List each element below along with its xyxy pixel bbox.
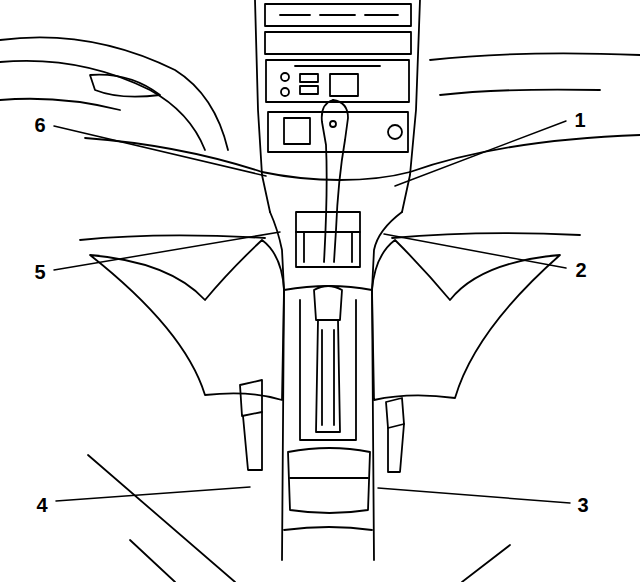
steering-wheel — [0, 99, 120, 110]
radio — [266, 60, 409, 102]
console — [372, 212, 402, 560]
radio-display — [330, 74, 358, 96]
console-trim — [262, 172, 410, 180]
left-seat — [90, 240, 284, 400]
shift-button — [330, 121, 336, 127]
leader-line — [56, 487, 250, 501]
switch-panel — [268, 112, 408, 152]
radio-knob — [281, 73, 289, 81]
seat-belt-buckle — [240, 380, 262, 416]
shift-gate — [296, 232, 360, 262]
storage-box — [290, 477, 368, 479]
floor-line — [462, 545, 510, 582]
handbrake — [322, 330, 334, 425]
steering-wheel — [90, 75, 160, 97]
steering-wheel — [0, 37, 228, 150]
vent — [265, 32, 411, 54]
vent — [280, 14, 398, 16]
radio-knob — [281, 88, 289, 96]
vent — [265, 4, 411, 26]
floor-line — [392, 233, 580, 238]
callout-number: 5 — [34, 262, 45, 282]
callout-number: 3 — [577, 495, 588, 515]
callout-number: 6 — [34, 115, 45, 135]
seat-belt-buckle — [388, 424, 404, 472]
callout-number: 1 — [574, 110, 585, 130]
floor-line — [130, 540, 175, 582]
leader-line — [54, 126, 266, 176]
radio — [295, 65, 380, 67]
leader-line — [384, 234, 566, 268]
switch — [284, 118, 310, 144]
handbrake — [316, 320, 340, 432]
floor-line — [88, 455, 235, 582]
handbrake — [314, 286, 342, 320]
callout-number: 2 — [575, 260, 586, 280]
steering-wheel — [0, 61, 205, 150]
radio-button — [300, 74, 318, 82]
leader-line — [54, 232, 280, 270]
switch — [388, 125, 402, 139]
dashboard — [85, 138, 262, 172]
handbrake-boot — [300, 300, 356, 440]
right-seat — [372, 240, 560, 400]
console — [284, 527, 372, 530]
seat-belt-buckle — [243, 412, 262, 470]
leader-line — [395, 121, 566, 186]
dashboard — [440, 90, 600, 95]
leader-line — [378, 488, 570, 503]
callout-number: 4 — [36, 495, 47, 515]
seat-belt-buckle — [386, 398, 404, 428]
shift-gate — [296, 212, 360, 267]
storage-box — [288, 448, 370, 513]
dashboard — [430, 53, 640, 60]
shift-lever — [322, 100, 333, 262]
radio-button — [300, 86, 318, 94]
